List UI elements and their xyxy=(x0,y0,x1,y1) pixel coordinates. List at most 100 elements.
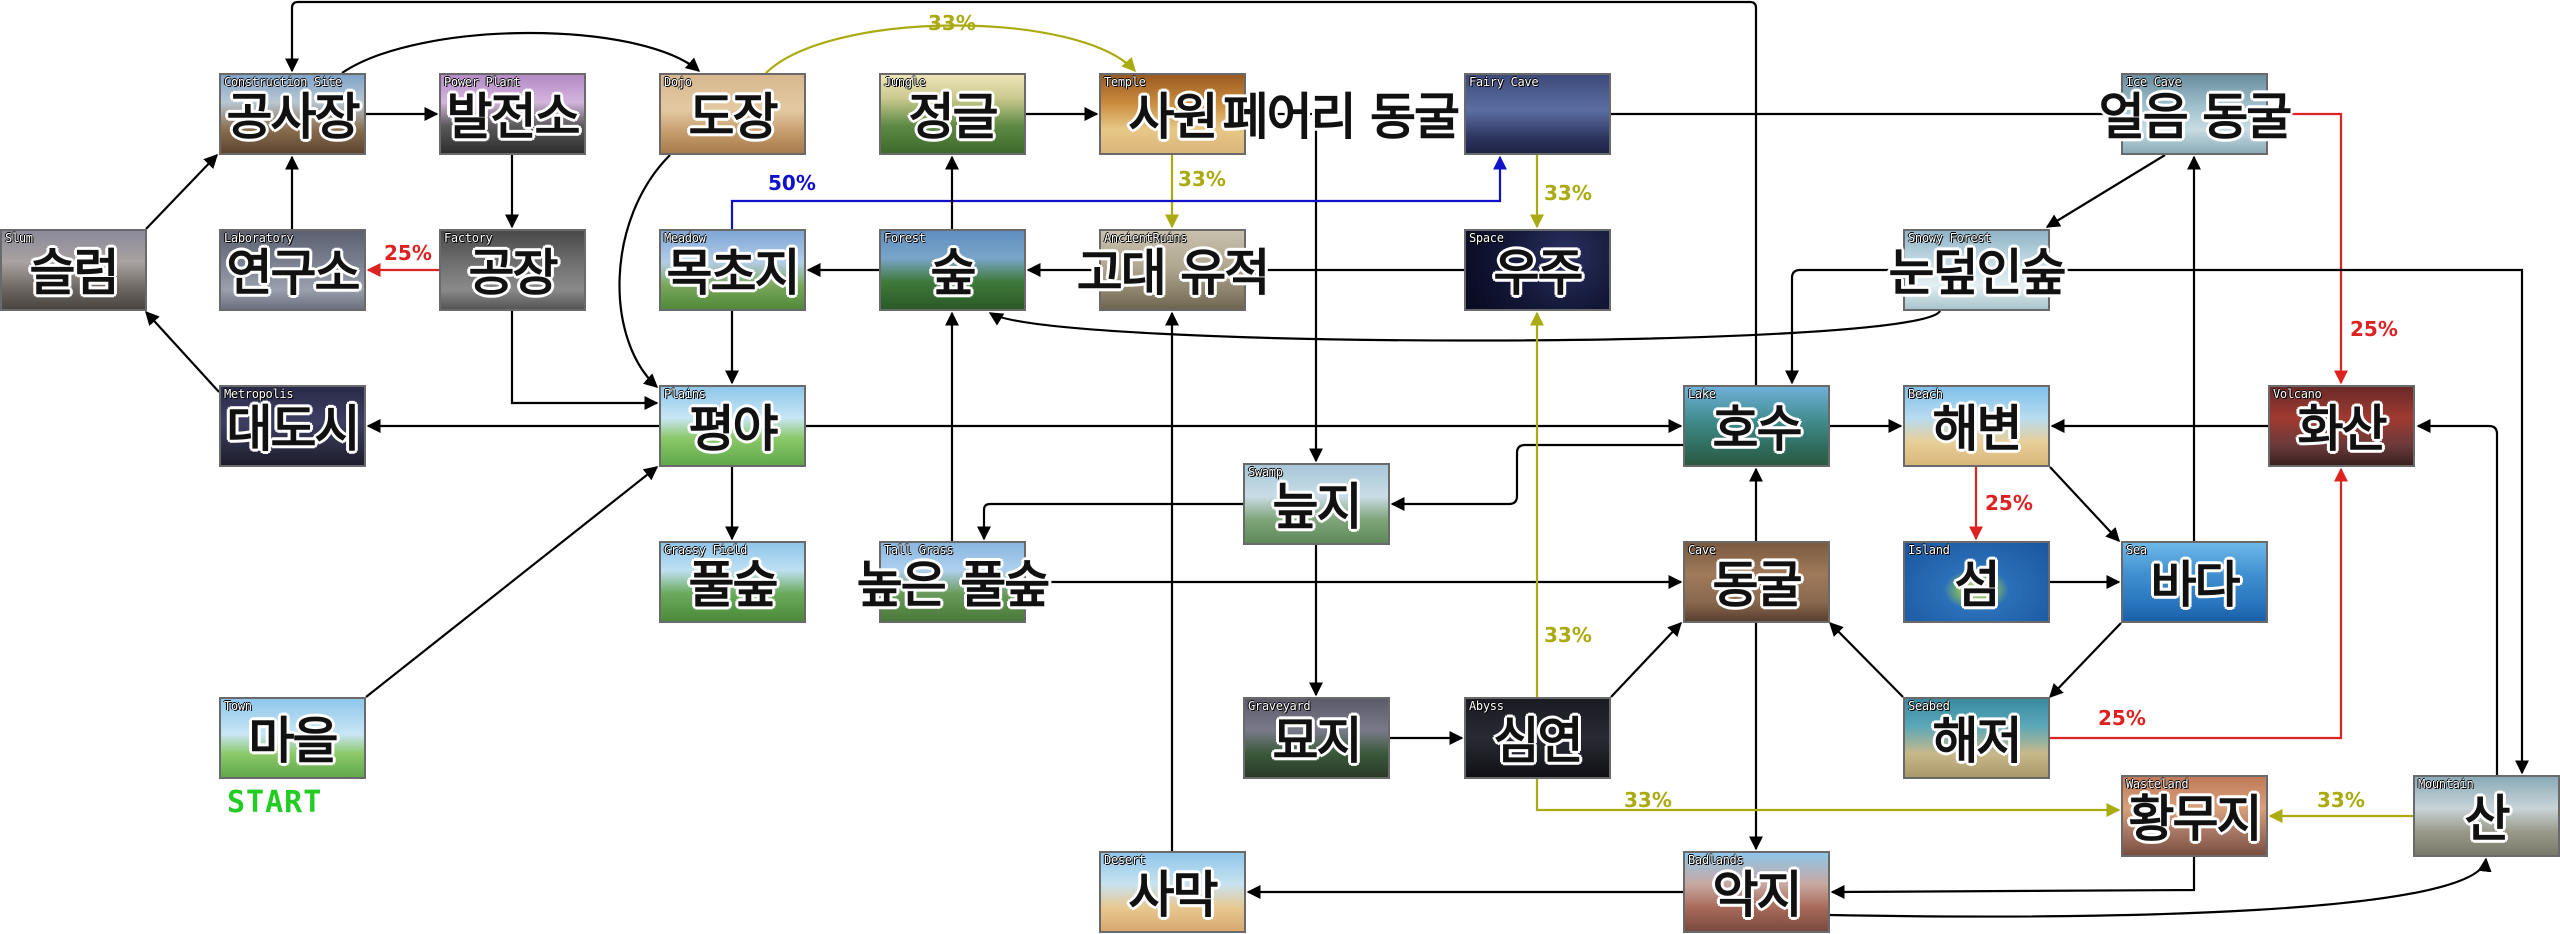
node-english-label: Mountain xyxy=(2418,777,2474,791)
edge-factory-to-plains xyxy=(510,311,659,410)
node-ice-cave: Ice Cave 얼음 동굴 xyxy=(2099,73,2292,155)
node-island: Island 섬 xyxy=(1903,541,2050,623)
node-korean-label: 발전소 xyxy=(446,88,581,147)
node-mountain: Mountain 산 xyxy=(2413,775,2560,857)
start-label: START xyxy=(227,785,323,820)
node-lake: Lake 호수 xyxy=(1683,385,1830,467)
edge-dojo-to-plains xyxy=(618,154,671,388)
node-english-label: Forest xyxy=(884,231,926,245)
edge-construction-to-dojo xyxy=(341,31,701,74)
edge-swamp-to-tall xyxy=(977,502,1243,541)
node-english-label: Badlands xyxy=(1688,853,1744,867)
edge-beach-to-sea xyxy=(2049,466,2120,543)
edge-label-mountain-wasteland: 33% xyxy=(2317,788,2365,812)
node-korean-label: 슬럼 xyxy=(29,244,120,303)
node-fairy-cave: Fairy Cave 페어리 동굴 xyxy=(1223,73,1611,155)
node-badlands: Badlands 악지 xyxy=(1683,851,1830,933)
node-swamp: Swamp 늪지 xyxy=(1243,463,1390,545)
node-english-label: Town xyxy=(224,699,252,713)
node-english-label: Beach xyxy=(1908,387,1943,401)
node-korean-label: 평야 xyxy=(688,400,779,459)
node-korean-label: 심연 xyxy=(1493,712,1584,771)
node-korean-label: 페어리 동굴 xyxy=(1222,88,1460,147)
node-forest: Forest 숲 xyxy=(879,229,1026,311)
node-wasteland: Wasteland 황무지 xyxy=(2121,775,2268,857)
node-english-label: Ice Cave xyxy=(2126,75,2182,89)
edge-ice-to-volcano xyxy=(2268,112,2348,385)
edge-label-ice-volcano: 25% xyxy=(2350,317,2398,341)
node-korean-label: 마을 xyxy=(248,712,339,771)
edge-wasteland-to-badlands xyxy=(1830,857,2196,899)
node-korean-label: 호수 xyxy=(1712,400,1803,459)
node-english-label: Power Plant xyxy=(444,75,521,89)
node-english-label: Cave xyxy=(1688,543,1716,557)
edge-lake-to-swamp xyxy=(1390,443,1683,511)
node-seabed: Seabed 해저 xyxy=(1903,697,2050,779)
node-english-label: Grassy Field xyxy=(664,543,748,557)
node-english-label: Island xyxy=(1908,543,1950,557)
node-town: Town 마을 xyxy=(219,697,366,779)
edge-label-dojo-temple: 33% xyxy=(928,11,976,35)
node-korean-label: 해변 xyxy=(1932,400,2023,459)
edge-label-factory-lab: 25% xyxy=(384,241,432,265)
edge-label-temple-ruins: 33% xyxy=(1178,167,1226,191)
node-beach: Beach 해변 xyxy=(1903,385,2050,467)
edge-seabed-to-volcano xyxy=(2050,467,2348,740)
node-korean-label: 풀숲 xyxy=(688,556,779,615)
edge-abyss-to-cave xyxy=(1610,621,1682,698)
edge-seabed-to-cave xyxy=(1829,622,1904,698)
edge-mountain-to-volcano xyxy=(2416,419,2499,775)
node-korean-label: 공사장 xyxy=(226,88,361,147)
node-korean-label: 고대 유적 xyxy=(1076,244,1270,303)
node-korean-label: 사막 xyxy=(1128,866,1219,925)
node-factory: Factory 공장 xyxy=(439,229,586,311)
node-english-label: Space xyxy=(1469,231,1504,245)
edge-lake-to-construction xyxy=(285,0,1758,385)
node-space: Space 우주 xyxy=(1464,229,1611,311)
node-meadow: Meadow 목초지 xyxy=(659,229,806,311)
node-korean-label: 화산 xyxy=(2297,400,2388,459)
node-korean-label: 연구소 xyxy=(226,244,361,303)
node-graveyard: Graveyard 묘지 xyxy=(1243,697,1390,779)
node-construction-site: Construction Site 공사장 xyxy=(219,73,366,155)
node-temple: Temple 사원 xyxy=(1099,73,1246,155)
edge-label-beach-island: 25% xyxy=(1985,491,2033,515)
node-korean-label: 사원 xyxy=(1128,88,1219,147)
edge-abyss-to-wasteland xyxy=(1535,779,2121,817)
edge-metro-to-slum xyxy=(145,310,220,393)
node-english-label: Tall Grass xyxy=(884,543,954,557)
node-english-label: Seabed xyxy=(1908,699,1950,713)
node-desert: Desert 사막 xyxy=(1099,851,1246,933)
node-korean-label: 해저 xyxy=(1932,712,2023,771)
node-plains: Plains 평야 xyxy=(659,385,806,467)
node-korean-label: 우주 xyxy=(1493,244,1584,303)
node-korean-label: 눈덮인숲 xyxy=(1888,244,2067,303)
node-sea: Sea 바다 xyxy=(2121,541,2268,623)
node-english-label: Temple xyxy=(1104,75,1146,89)
edge-label-seabed-volcano: 25% xyxy=(2098,706,2146,730)
node-english-label: Desert xyxy=(1104,853,1146,867)
node-english-label: Snowy Forest xyxy=(1908,231,1992,245)
node-volcano: Volcano 화산 xyxy=(2268,385,2415,467)
node-korean-label: 섬 xyxy=(1954,556,2001,615)
node-english-label: Plains xyxy=(664,387,706,401)
node-english-label: Lake xyxy=(1688,387,1716,401)
node-english-label: Fairy Cave xyxy=(1469,75,1539,89)
node-abyss: Abyss 심연 xyxy=(1464,697,1611,779)
node-dojo: Dojo 도장 xyxy=(659,73,806,155)
edge-label-abyss-space: 33% xyxy=(1544,623,1592,647)
node-korean-label: 대도시 xyxy=(226,400,361,459)
edge-town-to-plains xyxy=(365,466,659,698)
edge-label-abyss-wasteland: 33% xyxy=(1624,788,1672,812)
edge-snowy-to-forest xyxy=(988,310,1941,342)
node-english-label: Graveyard xyxy=(1248,699,1311,713)
edge-label-fairy-space: 33% xyxy=(1544,181,1592,205)
node-korean-label: 묘지 xyxy=(1272,712,1363,771)
node-korean-label: 공장 xyxy=(468,244,559,303)
edge-sea-to-seabed xyxy=(2049,622,2122,699)
node-korean-label: 목초지 xyxy=(666,244,801,303)
node-korean-label: 숲 xyxy=(930,244,977,303)
node-korean-label: 늪지 xyxy=(1272,478,1363,537)
node-laboratory: Laboratory 연구소 xyxy=(219,229,366,311)
